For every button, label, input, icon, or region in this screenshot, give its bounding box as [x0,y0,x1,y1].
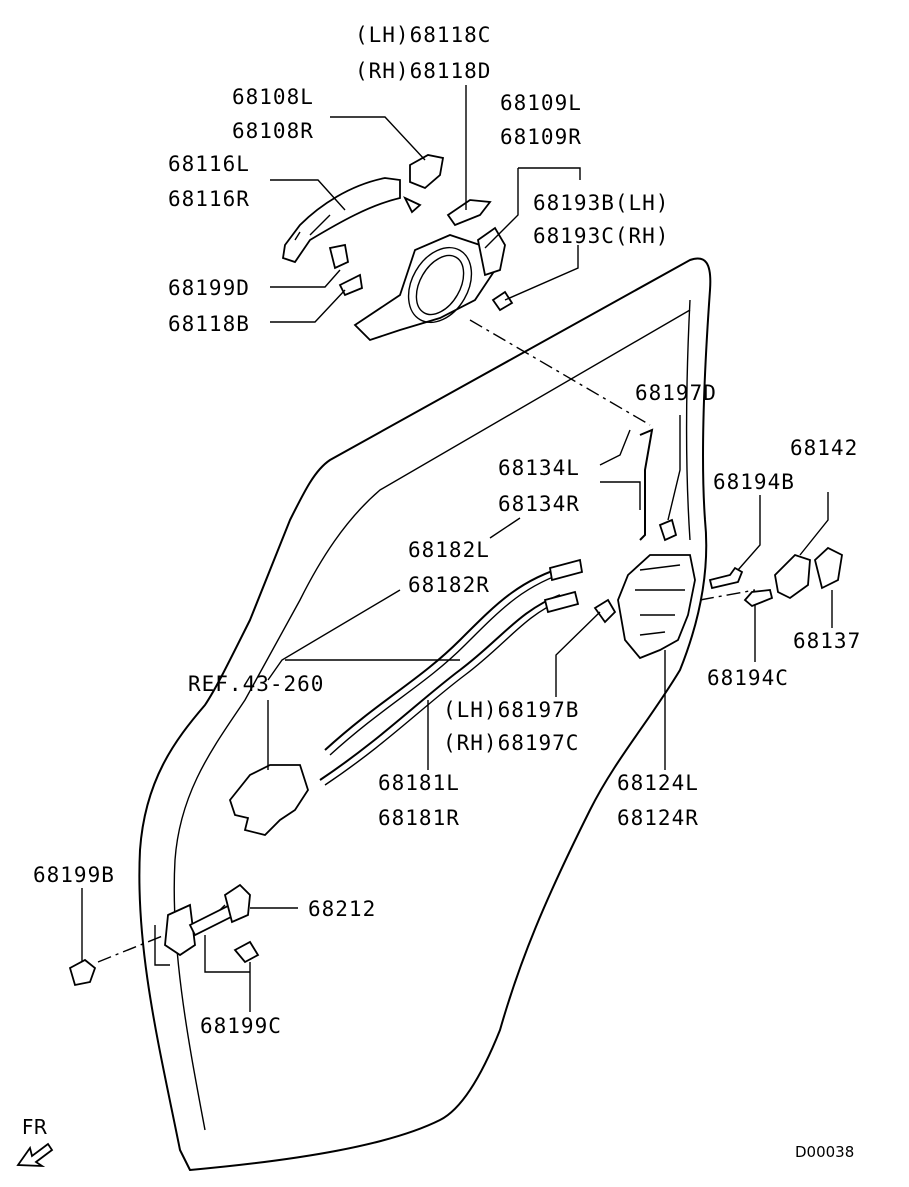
label-ref-43-260: REF.43-260 [188,672,324,696]
label-68181R: 68181R [378,806,460,830]
label-68193B: 68193B(LH) [533,191,669,215]
label-68182R: 68182R [408,573,490,597]
front-arrow-icon [16,1142,54,1168]
door-check-assembly [68,883,260,987]
label-68137: 68137 [793,629,861,653]
washer-68137 [813,546,843,590]
label-68199D: 68199D [168,276,250,300]
label-68197C: (RH)68197C [443,731,579,755]
label-68118B: 68118B [168,312,250,336]
label-68118D: (RH)68118D [355,59,491,83]
label-68109L: 68109L [500,91,582,115]
label-68193C: 68193C(RH) [533,224,669,248]
label-68194C: 68194C [707,666,789,690]
cables [319,558,584,786]
label-68124R: 68124R [617,806,699,830]
label-68116R: 68116R [168,187,250,211]
label-68199B: 68199B [33,863,115,887]
striker-68142 [774,553,811,600]
screw-68194C [743,589,774,608]
label-68108L: 68108L [232,85,314,109]
label-68134R: 68134R [498,492,580,516]
label-68194B: 68194B [713,470,795,494]
label-diagram-code: D00038 [795,1143,854,1161]
bolt-68194B [708,566,744,590]
dashdot-line-latch [699,589,756,601]
label-fr: FR [22,1115,48,1139]
label-68142: 68142 [790,436,858,460]
label-68197D: 68197D [635,381,717,405]
inside-handle-ref [228,764,309,836]
dashdot-line-handle [469,319,651,426]
rod-clip [658,518,678,542]
label-68116L: 68116L [168,152,250,176]
label-68212: 68212 [308,897,376,921]
label-68181L: 68181L [378,771,460,795]
lock-rod [639,428,654,541]
label-68108R: 68108R [232,119,314,143]
label-68182L: 68182L [408,538,490,562]
label-68199C: 68199C [200,1014,282,1038]
label-68124L: 68124L [617,771,699,795]
door-latch-assembly [593,554,696,660]
leader-lines [81,85,833,1012]
label-68134L: 68134L [498,456,580,480]
door-outline [138,257,712,1172]
label-68197B: (LH)68197B [443,698,579,722]
label-68109R: 68109R [500,125,582,149]
outside-handle-assembly [281,154,514,342]
labels: (LH)68118C (RH)68118D 68108L 68108R 6810… [22,23,861,1161]
dashdot-line-striker [97,934,166,963]
label-68118C: (LH)68118C [355,23,491,47]
